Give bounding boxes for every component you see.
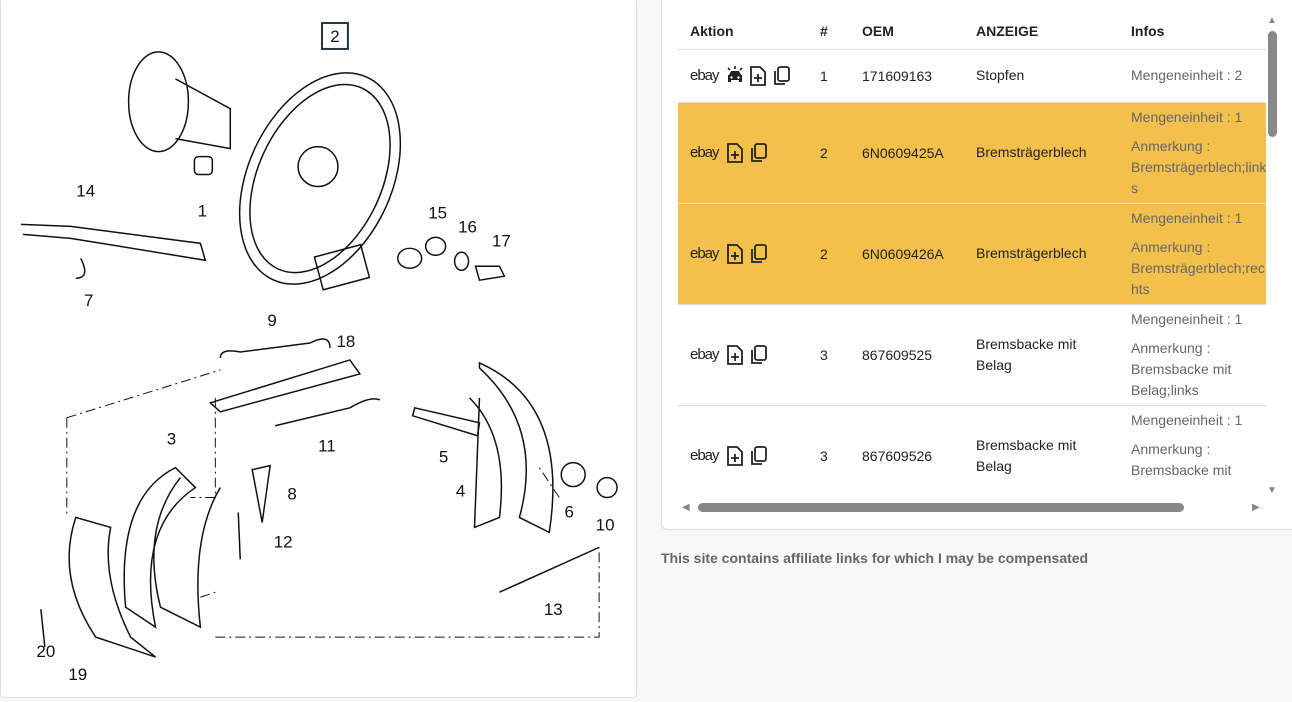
diagram-label[interactable]: 10 — [596, 515, 615, 534]
row-number: 3 — [808, 405, 850, 486]
table-row: ebay 3 867609526 Bremsbacke mit Belag Me… — [678, 405, 1266, 486]
copy-icon[interactable] — [748, 344, 768, 366]
row-number: 1 — [808, 49, 850, 103]
diagram-label[interactable]: 16 — [458, 217, 477, 236]
add-document-icon[interactable] — [748, 65, 768, 87]
add-document-icon[interactable] — [725, 243, 745, 265]
anzeige-text: Bremsträgerblech — [964, 102, 1119, 204]
action-cell: ebay — [678, 203, 808, 305]
table-row: ebay 1 171609163 Stopfen Mengeneinheit :… — [678, 49, 1266, 103]
oem-number: 6N0609425A — [850, 102, 964, 204]
diagram-label[interactable]: 2 — [330, 27, 339, 46]
info-cell: Mengeneinheit : 1 Anmerkung : Bremsträger… — [1119, 203, 1266, 305]
diagram-label[interactable]: 4 — [456, 482, 465, 501]
scroll-up-arrow[interactable]: ▲ — [1267, 15, 1277, 26]
parts-table: Aktion # OEM ANZEIGE Infos ebay 1 171609… — [678, 1, 1266, 486]
info-note: Anmerkung : Bremsträgerblech;links — [1131, 137, 1266, 196]
exploded-view-drawing: 2 1 14 7 15 16 17 9 18 3 11 5 4 8 12 6 1… — [20, 22, 618, 684]
anzeige-text: Bremsbacke mit Belag — [964, 304, 1119, 406]
header-anzeige: ANZEIGE — [964, 1, 1119, 50]
diagram-label[interactable]: 15 — [428, 203, 447, 222]
info-cell: Mengeneinheit : 1 Anmerkung : Bremsbacke … — [1119, 405, 1266, 486]
table-row: ebay 3 867609525 Bremsbacke mit Belag Me… — [678, 304, 1266, 406]
car-alert-icon[interactable] — [725, 65, 745, 87]
info-cell: Mengeneinheit : 1 Anmerkung : Bremsträger… — [1119, 102, 1266, 204]
copy-icon[interactable] — [748, 445, 768, 467]
row-number: 3 — [808, 304, 850, 406]
info-note: Anmerkung : Bremsträgerblech;rechts — [1131, 238, 1265, 297]
anzeige-text: Bremsbacke mit Belag — [964, 405, 1119, 486]
add-document-icon[interactable] — [725, 142, 745, 164]
diagram-label[interactable]: 5 — [439, 448, 448, 467]
info-cell: Mengeneinheit : 1 Anmerkung : Bremsbacke … — [1119, 304, 1266, 406]
diagram-label[interactable]: 19 — [68, 665, 87, 684]
add-document-icon[interactable] — [725, 344, 745, 366]
parts-diagram: 2 1 14 7 15 16 17 9 18 3 11 5 4 8 12 6 1… — [0, 0, 637, 698]
row-number: 2 — [808, 203, 850, 305]
add-document-icon[interactable] — [725, 445, 745, 467]
ebay-link[interactable]: ebay — [690, 144, 720, 161]
diagram-label[interactable]: 9 — [267, 311, 276, 330]
diagram-label[interactable]: 11 — [318, 437, 336, 456]
diagram-label[interactable]: 6 — [564, 502, 573, 521]
diagram-label[interactable]: 3 — [167, 430, 176, 449]
parts-table-card: Aktion # OEM ANZEIGE Infos ebay 1 171609… — [661, 0, 1292, 530]
table-row: ebay 2 6N0609425A Bremsträgerblech Menge… — [678, 102, 1266, 204]
ebay-link[interactable]: ebay — [690, 67, 720, 84]
scroll-right-arrow[interactable]: ▶ — [1252, 502, 1260, 513]
action-cell: ebay — [678, 49, 808, 103]
ebay-link[interactable]: ebay — [690, 346, 720, 363]
diagram-label[interactable]: 13 — [544, 600, 563, 619]
info-cell: Mengeneinheit : 2 — [1119, 49, 1266, 103]
oem-number: 867609526 — [850, 405, 964, 486]
header-infos: Infos — [1119, 1, 1266, 50]
info-note: Anmerkung : Bremsbacke mit Belag;rechts — [1131, 440, 1232, 487]
ebay-link[interactable]: ebay — [690, 447, 720, 464]
info-quantity: Mengeneinheit : 1 — [1131, 310, 1243, 327]
action-cell: ebay — [678, 405, 808, 486]
diagram-label[interactable]: 17 — [492, 231, 511, 250]
action-cell: ebay — [678, 304, 808, 406]
ebay-link[interactable]: ebay — [690, 245, 720, 262]
table-scroll-area[interactable]: Aktion # OEM ANZEIGE Infos ebay 1 171609… — [678, 1, 1266, 486]
info-quantity: Mengeneinheit : 1 — [1131, 209, 1243, 226]
horizontal-scrollbar-thumb[interactable] — [698, 503, 1184, 512]
diagram-label[interactable]: 1 — [198, 201, 207, 220]
header-num: # — [808, 1, 850, 50]
diagram-label[interactable]: 20 — [36, 642, 55, 661]
info-quantity: Mengeneinheit : 1 — [1131, 411, 1243, 428]
header-aktion: Aktion — [678, 1, 808, 50]
info-note: Anmerkung : Bremsbacke mit Belag;links — [1131, 339, 1232, 398]
info-quantity: Mengeneinheit : 1 — [1131, 108, 1243, 125]
scroll-left-arrow[interactable]: ◀ — [682, 502, 690, 513]
diagram-label[interactable]: 7 — [84, 291, 93, 310]
header-oem: OEM — [850, 1, 964, 50]
diagram-label[interactable]: 12 — [274, 532, 293, 551]
affiliate-disclaimer: This site contains affiliate links for w… — [661, 550, 1089, 566]
vertical-scrollbar-thumb[interactable] — [1268, 31, 1277, 137]
info-quantity: Mengeneinheit : 2 — [1131, 67, 1243, 83]
anzeige-text: Stopfen — [964, 49, 1119, 103]
row-number: 2 — [808, 102, 850, 204]
oem-number: 6N0609426A — [850, 203, 964, 305]
action-cell: ebay — [678, 102, 808, 204]
copy-icon[interactable] — [771, 65, 791, 87]
diagram-label[interactable]: 8 — [287, 485, 296, 504]
oem-number: 867609525 — [850, 304, 964, 406]
anzeige-text: Bremsträgerblech — [964, 203, 1119, 305]
copy-icon[interactable] — [748, 243, 768, 265]
diagram-label[interactable]: 18 — [336, 332, 355, 351]
copy-icon[interactable] — [748, 142, 768, 164]
oem-number: 171609163 — [850, 49, 964, 103]
diagram-label[interactable]: 14 — [76, 181, 95, 200]
scroll-down-arrow[interactable]: ▼ — [1267, 485, 1277, 496]
table-row: ebay 2 6N0609426A Bremsträgerblech Menge… — [678, 203, 1266, 305]
